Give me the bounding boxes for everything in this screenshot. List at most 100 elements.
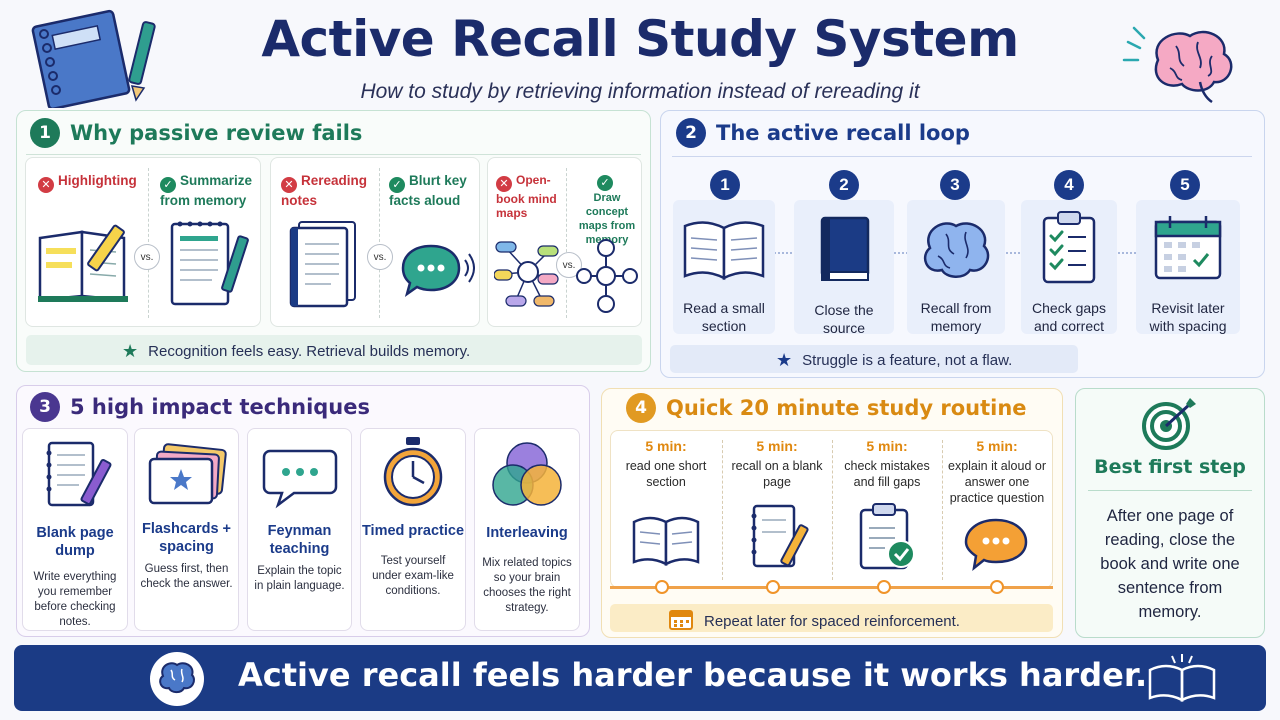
colorful-mind-map-icon [493,234,560,315]
step-number: 2 [829,170,859,200]
technique-name: Blank page dump [36,525,114,559]
section-2-number: 2 [676,118,706,148]
best-step-title: Best first step [1094,456,1246,478]
open-book-icon [1144,652,1220,709]
routine-description: explain it aloud or answer one practice … [948,459,1046,505]
open-book-icon [673,216,775,285]
speech-bubble-icon [401,242,475,303]
technique-description: Mix related topics so your brain chooses… [482,557,572,614]
section-3-number: 3 [30,392,60,422]
concept-map-icon [576,238,638,319]
technique-description: Test yourself under exam-like conditions… [372,555,454,597]
star-icon: ★ [776,350,793,370]
routine-time: 5 min: [645,438,687,454]
loop-step: Revisit later with spacing [1136,200,1240,334]
notebook-pen-icon [28,8,168,111]
section-4-title: Quick 20 minute study routine [666,396,1027,420]
step-label: Close the source [814,302,874,336]
vs-badge: vs. [367,244,393,270]
routine-block: 5 min: recall on a blank page [724,438,830,577]
open-book-icon [612,512,720,573]
loop-step: Read a small section [673,200,775,334]
section-4-note: Repeat later for spaced reinforcement. [668,607,960,635]
technique-card: Blank page dump Write everything you rem… [22,428,128,631]
x-icon: ✕ [38,177,54,193]
section-2-title: The active recall loop [716,121,970,145]
routine-time: 5 min: [976,438,1018,454]
routine-description: read one short section [625,459,707,489]
passive-method-label: ✕Highlighting [38,173,138,193]
page-title: Active Recall Study System [261,10,1019,68]
step-label: Read a small section [683,300,765,334]
star-icon: ★ [122,341,139,361]
footer-banner [14,645,1266,711]
flashcards-icon [135,443,238,512]
section-1-number: 1 [30,118,60,148]
brain-icon [907,216,1005,285]
speech-bubble-icon [248,443,351,514]
divider [1088,490,1252,491]
comparison-card: ✕Highlighting ✓Summarize from memory vs. [25,157,261,327]
technique-card: Timed practice Test yourself under exam-… [360,428,466,631]
section-4-number: 4 [626,393,656,423]
loop-step: Recall from memory [907,200,1005,334]
section-1-title: Why passive review fails [70,121,363,145]
section-1-note: ★ Recognition feels easy. Retrieval buil… [122,341,471,361]
check-icon: ✓ [160,177,176,193]
comparison-card: ✕Rereading notes ✓Blurt key facts aloud … [270,157,480,327]
step-number: 4 [1054,170,1084,200]
technique-card: Flashcards + spacing Guess first, then c… [134,428,239,631]
section-2-heading: 2 The active recall loop [676,118,970,148]
footer-banner-text: Active recall feels harder because it wo… [238,656,1148,694]
timeline-dot [877,580,891,594]
step-label: Revisit later with spacing [1149,300,1227,334]
comparison-card: ✕Open-book mind maps ✓Draw concept maps … [487,157,642,327]
clipboard-checklist-icon [1021,210,1117,289]
technique-name: Flashcards + spacing [141,521,232,555]
clipboard-check-icon [834,502,940,577]
notes-document-icon [285,218,361,313]
section-3-title: 5 high impact techniques [70,395,370,419]
closed-book-icon [794,214,894,287]
technique-description: Explain the topic in plain language. [254,565,345,592]
target-icon [1140,396,1200,457]
section-2-note: ★ Struggle is a feature, not a flaw. [776,350,1013,370]
technique-description: Guess first, then check the answer. [140,563,233,590]
section-3-heading: 3 5 high impact techniques [30,392,370,422]
note-bar [26,335,642,365]
active-method-label: ✓Summarize from memory [160,173,253,208]
venn-diagram-icon [475,437,579,516]
check-icon: ✓ [389,177,405,193]
speech-bubble-icon [944,516,1050,577]
calendar-icon [668,607,694,635]
technique-name: Feynman teaching [267,523,332,557]
divider [26,154,641,155]
technique-name: Timed practice [361,523,465,539]
step-number: 5 [1170,170,1200,200]
routine-time: 5 min: [866,438,908,454]
section-1-heading: 1 Why passive review fails [30,118,362,148]
notepad-pen-icon [166,216,254,313]
routine-block: 5 min: check mistakes and fill gaps [834,438,940,577]
x-icon: ✕ [281,177,297,193]
step-number: 1 [710,170,740,200]
best-step-description: After one page of reading, close the boo… [1100,507,1240,621]
step-label: Check gaps and correct [1032,300,1106,334]
technique-name: Interleaving [486,525,568,541]
brain-icon [157,660,197,699]
timeline-line [610,586,1053,589]
routine-block: 5 min: explain it aloud or answer one pr… [944,438,1050,577]
notepad-pen-icon [724,502,830,577]
technique-card: Interleaving Mix related topics so your … [474,428,580,631]
step-number: 3 [940,170,970,200]
stopwatch-icon [361,435,465,516]
note-bar [670,345,1078,373]
page-subtitle: How to study by retrieving information i… [360,80,920,103]
notepad-pen-icon [23,439,127,516]
passive-method-label: ✕Open-book mind maps [496,173,557,220]
divider [672,156,1252,157]
timeline-dot [766,580,780,594]
timeline-dot [990,580,1004,594]
active-method-label: ✓Blurt key facts aloud [389,173,467,208]
highlighted-book-icon [36,222,132,309]
